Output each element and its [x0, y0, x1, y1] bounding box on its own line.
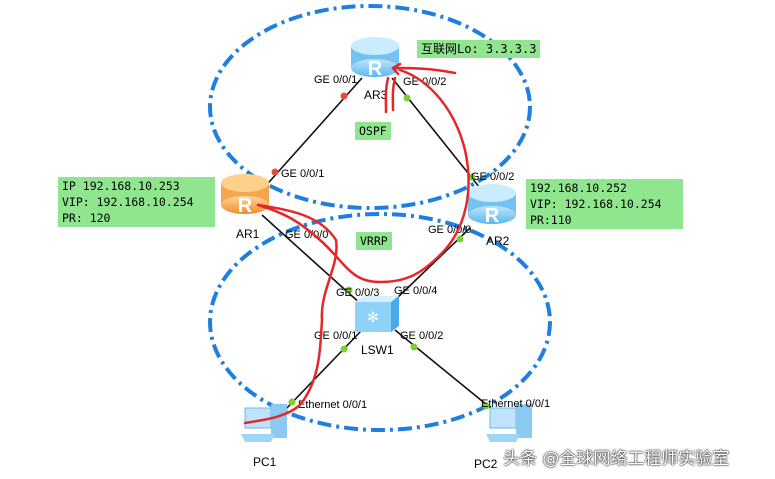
ar1-vip: VIP: 192.168.10.254 [62, 195, 194, 209]
ospf-area-ring [208, 4, 532, 210]
link-lsw1-pc1[interactable] [282, 329, 363, 413]
port-label-pc2: Ethernet 0/0/1 [481, 398, 550, 410]
watermark: 头条 @全球网络工程师实验室 [503, 449, 730, 469]
device-label-ar3: AR3 [364, 88, 388, 102]
vrrp-area-ring [208, 212, 552, 432]
device-label-pc1: PC1 [253, 455, 277, 469]
ar2-ip: 192.168.10.252 [530, 181, 627, 195]
internet-loopback-label: 互联网Lo: 3.3.3.3 [417, 40, 541, 58]
port-dot-ar3-ge002 [403, 94, 411, 102]
device-label-ar2: AR2 [486, 234, 510, 248]
ar1-ip: IP 192.168.10.253 [62, 179, 180, 193]
port-label-ar2-top: GE 0/0/2 [471, 171, 514, 183]
port-dot-ar2-ge002 [468, 173, 476, 181]
port-dot-ar1-ge001 [271, 168, 279, 176]
svg-text:R: R [368, 58, 383, 80]
port-label-pc1: Ethernet 0/0/1 [298, 399, 367, 411]
port-dot-ar3-ge001 [340, 92, 348, 100]
ospf-area-label: OSPF [355, 122, 391, 140]
router-ar3-icon[interactable]: R [351, 37, 399, 80]
svg-text:R: R [238, 195, 253, 217]
pc2-icon[interactable] [486, 404, 532, 442]
port-label-ar1-bottom: GE 0/0/0 [285, 229, 328, 241]
port-dot-lsw1-ge003 [345, 286, 353, 294]
svg-text:R: R [485, 205, 500, 227]
ar2-vip: VIP: 192.168.10.254 [530, 197, 662, 211]
router-ar1-icon[interactable]: R [221, 174, 269, 217]
port-dot-lsw1-ge001 [340, 345, 348, 353]
link-lsw1-pc2[interactable] [394, 329, 499, 415]
port-label-lsw1-ge001: GE 0/0/1 [314, 330, 357, 342]
link-ar1-lsw1[interactable] [261, 214, 363, 306]
pc1-icon[interactable] [241, 404, 287, 442]
port-dot-ar2-ge000 [456, 235, 464, 243]
switch-lsw1-icon[interactable]: ✻ [355, 296, 399, 332]
port-label-lsw1-ge003: GE 0/0/3 [336, 287, 379, 299]
port-label-ar1-top: GE 0/0/1 [281, 168, 324, 180]
ar2-priority: PR:110 [530, 213, 572, 227]
port-dot-pc1 [288, 398, 296, 406]
device-label-ar1: AR1 [236, 227, 260, 241]
port-label-lsw1-ge002: GE 0/0/2 [400, 330, 443, 342]
port-label-ar2-bottom: GE 0/0/0 [428, 224, 471, 236]
vrrp-area-label: VRRP [356, 232, 392, 250]
port-label-ar3-left: GE 0/0/1 [314, 74, 357, 86]
port-dot-pc2 [482, 402, 490, 410]
device-label-pc2: PC2 [474, 457, 498, 471]
ar1-priority: PR: 120 [62, 211, 111, 225]
svg-text:✻: ✻ [367, 309, 379, 325]
device-label-lsw1: LSW1 [361, 343, 394, 357]
router-ar2-icon[interactable]: R [468, 184, 516, 227]
port-label-lsw1-ge004: GE 0/0/4 [394, 285, 437, 297]
port-dot-lsw1-ge002 [410, 343, 418, 351]
traffic-path-annotation [243, 62, 470, 425]
